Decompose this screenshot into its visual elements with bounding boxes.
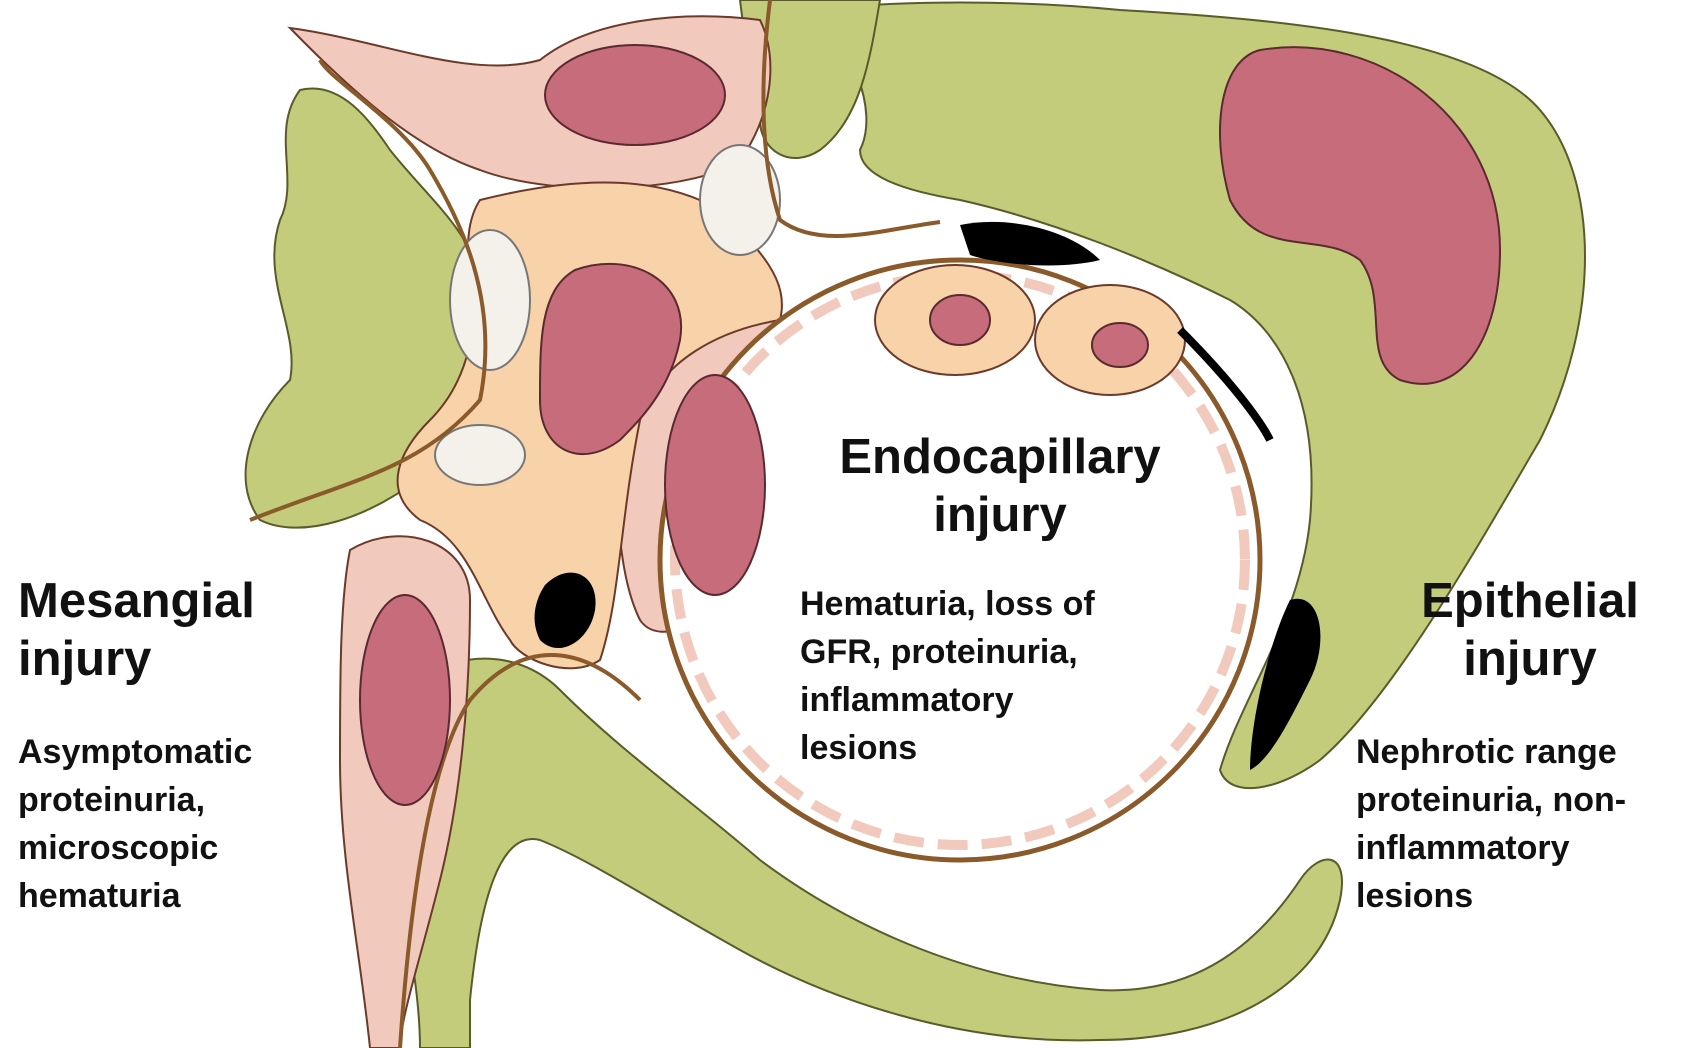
endocapillary-desc-line: lesions [800, 724, 1095, 772]
matrix-patch [450, 230, 530, 370]
matrix-patch [435, 425, 525, 485]
epithelial-title: Epithelial injury [1390, 572, 1670, 688]
endocapillary-title-line2: injury [820, 486, 1180, 544]
nucleus [360, 595, 450, 805]
mesangial-description: Asymptomatic proteinuria, microscopic he… [18, 728, 252, 920]
epithelial-title-line2: injury [1390, 630, 1670, 688]
epithelial-desc-line: inflammatory [1356, 824, 1626, 872]
leukocyte-nucleus [1092, 323, 1148, 367]
epithelial-desc-line: Nephrotic range [1356, 728, 1626, 776]
endocapillary-desc-line: Hematuria, loss of [800, 580, 1095, 628]
mesangial-desc-line: Asymptomatic [18, 728, 252, 776]
mesangial-desc-line: hematuria [18, 872, 252, 920]
endocapillary-desc-line: GFR, proteinuria, [800, 628, 1095, 676]
mesangial-desc-line: microscopic [18, 824, 252, 872]
epithelial-desc-line: proteinuria, non- [1356, 776, 1626, 824]
nucleus [665, 375, 765, 595]
mesangial-title-line2: injury [18, 630, 255, 688]
epithelial-title-line1: Epithelial [1390, 572, 1670, 630]
epithelial-description: Nephrotic range proteinuria, non- inflam… [1356, 728, 1626, 920]
endocapillary-title: Endocapillary injury [820, 428, 1180, 544]
mesangial-title: Mesangial injury [18, 572, 255, 688]
endocapillary-description: Hematuria, loss of GFR, proteinuria, inf… [800, 580, 1095, 772]
nucleus [545, 45, 725, 145]
mesangial-desc-line: proteinuria, [18, 776, 252, 824]
epithelial-desc-line: lesions [1356, 872, 1626, 920]
mesangial-title-line1: Mesangial [18, 572, 255, 630]
endocapillary-desc-line: inflammatory [800, 676, 1095, 724]
leukocyte-nucleus [930, 295, 990, 345]
endocapillary-title-line1: Endocapillary [820, 428, 1180, 486]
